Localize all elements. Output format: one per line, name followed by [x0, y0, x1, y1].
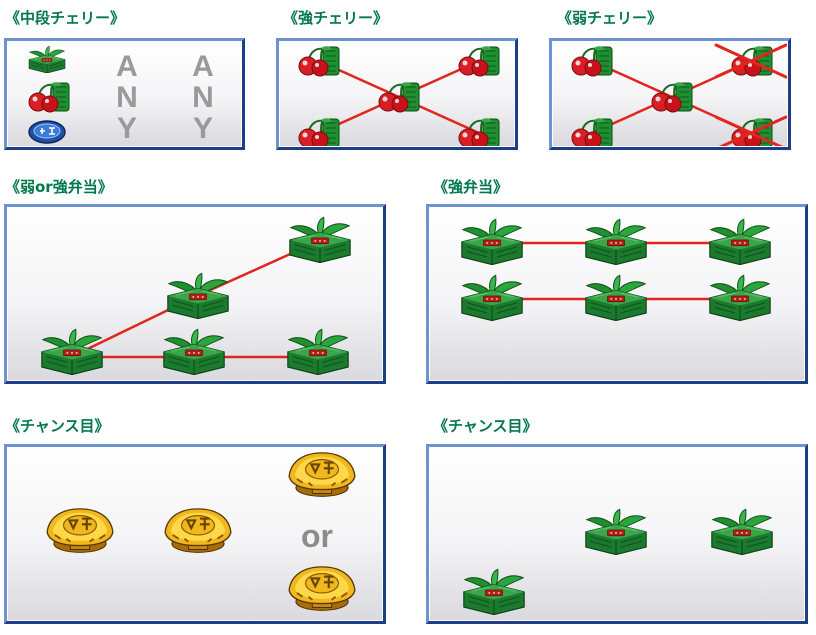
- gold-coin-icon: [288, 565, 356, 612]
- section-title-strong-bento: 《強弁当》: [433, 178, 509, 196]
- any-letter: Y: [192, 112, 213, 145]
- gold-coin-icon: [46, 507, 114, 554]
- bento-box-icon: [461, 274, 523, 321]
- panel-strong-cherry: [276, 38, 518, 150]
- any-letter: N: [116, 81, 138, 114]
- reel-layer: [41, 216, 351, 375]
- bento-box-icon: [287, 328, 349, 375]
- bento-box-icon: [163, 328, 225, 375]
- section-title-chance-me-2: 《チャンス目》: [433, 417, 538, 435]
- cherry-icon: [298, 45, 340, 77]
- section-title-middle-cherry: 《中段チェリー》: [5, 9, 126, 27]
- panel-weak-or-strong-bento: [4, 204, 386, 384]
- section-title-weak-cherry: 《弱チェリー》: [557, 9, 663, 27]
- cherry-icon: [458, 117, 500, 147]
- any-letter: N: [192, 81, 214, 114]
- bento-box-icon: [585, 274, 647, 321]
- section-title-weak-or-strong-bento: 《弱or強弁当》: [5, 178, 113, 196]
- cherry-icon: [378, 81, 420, 113]
- panel-chance-me-2: [426, 444, 808, 624]
- or-label: or: [301, 518, 333, 554]
- gold-coin-icon: [164, 507, 232, 554]
- cross-mark-icon: [714, 115, 788, 147]
- panel-strong-bento: [426, 204, 808, 384]
- section-title-chance-me-1: 《チャンス目》: [5, 417, 110, 435]
- panel-chance-me-1: or: [4, 444, 386, 624]
- gold-coin-icon: [288, 451, 356, 498]
- bento-box-icon: [289, 216, 351, 263]
- section-title-strong-cherry: 《強チェリー》: [283, 9, 389, 27]
- cherry-icon: [571, 45, 613, 77]
- bento-box-icon: [709, 218, 771, 265]
- bento-box-icon: [711, 508, 773, 555]
- blue-medal-icon: [28, 120, 66, 144]
- bento-box-icon: [28, 45, 66, 73]
- panel-middle-cherry: A N Y A N Y: [4, 38, 245, 150]
- panel-weak-cherry: [549, 38, 791, 150]
- any-column-2: A N Y: [183, 51, 223, 144]
- bento-box-icon: [461, 218, 523, 265]
- bento-box-icon: [463, 568, 525, 615]
- bento-box-icon: [167, 272, 229, 319]
- any-letter: Y: [116, 112, 137, 145]
- bento-box-icon: [41, 328, 103, 375]
- reel-layer: [571, 43, 788, 147]
- bento-box-icon: [585, 508, 647, 555]
- reel-layer: [298, 45, 500, 147]
- any-column-1: A N Y: [107, 51, 147, 144]
- reel-layer: [463, 508, 773, 615]
- cherry-icon: [458, 45, 500, 77]
- cross-mark-icon: [714, 43, 788, 79]
- cherry-icon: [298, 117, 340, 147]
- bento-box-icon: [709, 274, 771, 321]
- cherry-icon: [571, 117, 613, 147]
- cherry-icon: [28, 81, 70, 113]
- any-letter: A: [192, 50, 214, 83]
- bento-box-icon: [585, 218, 647, 265]
- cherry-icon: [651, 81, 693, 113]
- reel-layer: [461, 218, 771, 321]
- any-letter: A: [116, 50, 138, 83]
